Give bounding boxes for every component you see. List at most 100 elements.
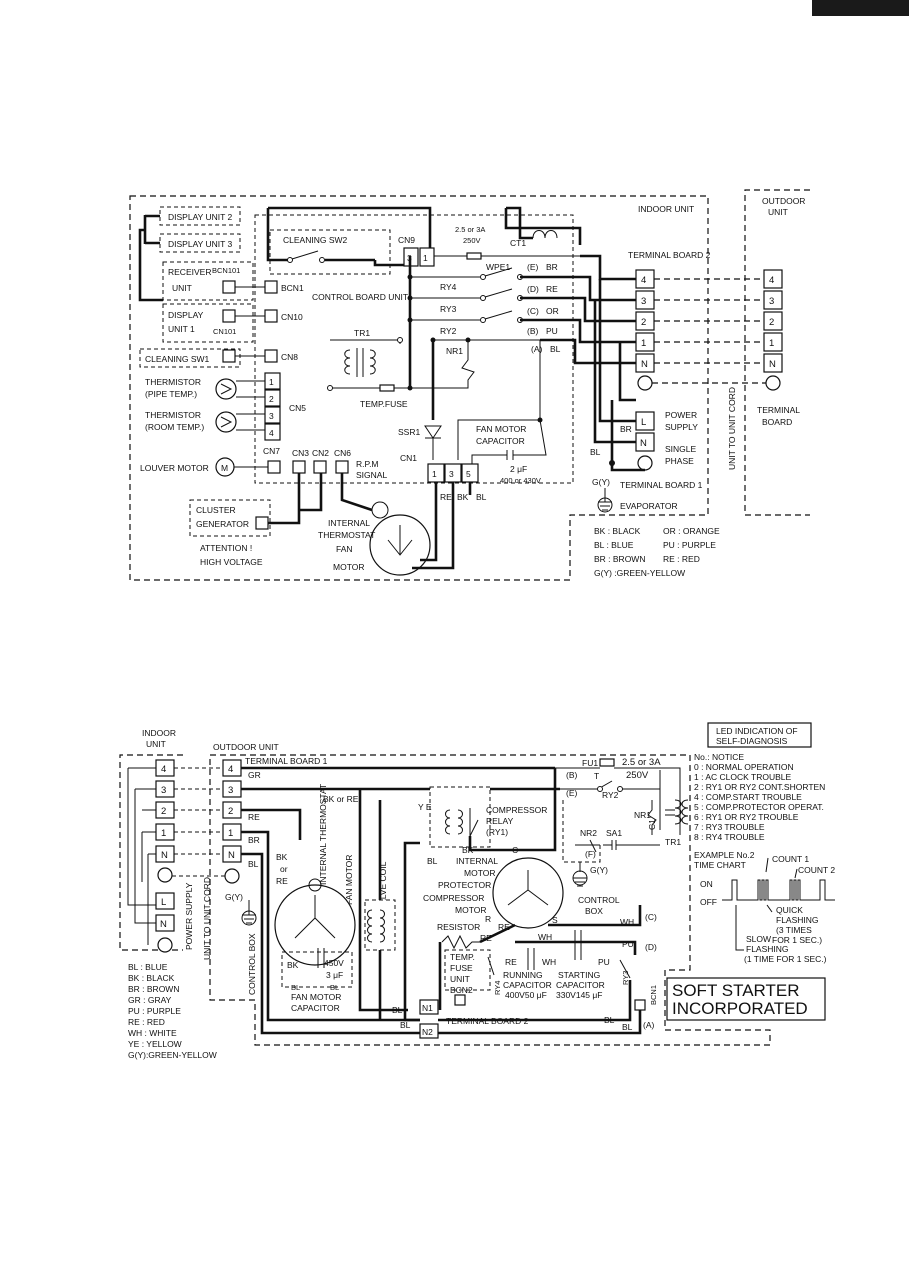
- svg-text:4: 4: [228, 764, 233, 775]
- svg-text:N: N: [769, 359, 776, 370]
- svg-text:HIGH VOLTAGE: HIGH VOLTAGE: [200, 557, 263, 567]
- svg-text:TR1: TR1: [354, 328, 370, 338]
- outdoor-indoor-terminals: 4 3 2 1 N L N: [155, 759, 175, 953]
- svg-text:1: 1: [423, 253, 428, 263]
- svg-text:BL: BL: [590, 447, 601, 457]
- svg-text:4: 4: [269, 428, 274, 438]
- svg-text:GR : GRAY: GR : GRAY: [128, 995, 172, 1005]
- svg-text:N2: N2: [422, 1027, 433, 1037]
- outdoor-terminal-board-1: 4 3 2 1 N: [222, 759, 242, 884]
- outdoor-unit-label: OUTDOOR: [762, 196, 805, 206]
- svg-text:SA1: SA1: [606, 828, 622, 838]
- svg-text:UNIT TO UNIT CORD: UNIT TO UNIT CORD: [727, 387, 737, 470]
- svg-text:2: 2: [641, 317, 646, 328]
- soft-starter-label-2: INCORPORATED: [672, 999, 808, 1018]
- svg-text:RY2: RY2: [440, 326, 457, 336]
- svg-text:MOTOR: MOTOR: [464, 868, 495, 878]
- svg-text:BL: BL: [622, 1022, 633, 1032]
- svg-text:1: 1: [432, 469, 437, 479]
- svg-text:3 μF: 3 μF: [326, 970, 343, 980]
- svg-text:2: 2: [161, 806, 166, 817]
- svg-text:COMPRESSOR: COMPRESSOR: [423, 893, 484, 903]
- svg-text:CAPACITOR: CAPACITOR: [503, 980, 552, 990]
- svg-text:or: or: [280, 864, 288, 874]
- svg-text:BL: BL: [248, 859, 259, 869]
- svg-text:PU: PU: [622, 939, 634, 949]
- svg-text:BK or RE: BK or RE: [323, 794, 359, 804]
- bcn1-label: BCN1: [281, 283, 304, 293]
- receiver-unit: [162, 261, 254, 301]
- svg-text:TERMINAL BOARD 1: TERMINAL BOARD 1: [620, 480, 703, 490]
- svg-text:N: N: [161, 850, 168, 861]
- svg-text:1: 1: [269, 377, 274, 387]
- svg-text:Y E: Y E: [418, 802, 432, 812]
- svg-text:CLEANING SW1: CLEANING SW1: [145, 354, 210, 364]
- svg-text:BOARD: BOARD: [762, 417, 792, 427]
- svg-text:2.5 or 3A: 2.5 or 3A: [622, 757, 661, 768]
- svg-text:TERMINAL BOARD 1: TERMINAL BOARD 1: [245, 756, 328, 766]
- svg-text:RE: RE: [276, 876, 288, 886]
- svg-text:T: T: [594, 771, 599, 781]
- svg-text:THERMISTOR: THERMISTOR: [145, 410, 201, 420]
- display-unit-2: [159, 206, 241, 226]
- svg-text:(D): (D): [645, 942, 657, 952]
- svg-text:TERMINAL BOARD 2: TERMINAL BOARD 2: [628, 250, 711, 260]
- svg-text:COUNT 1: COUNT 1: [772, 854, 809, 864]
- svg-text:L: L: [161, 897, 166, 908]
- svg-text:RUNNING: RUNNING: [503, 970, 543, 980]
- svg-text:C1: C1: [647, 819, 657, 830]
- svg-text:EXAMPLE No.2: EXAMPLE No.2: [694, 850, 755, 860]
- svg-text:SLOW: SLOW: [746, 934, 771, 944]
- svg-text:ON: ON: [700, 879, 713, 889]
- svg-text:(A): (A): [531, 344, 543, 354]
- svg-text:BL: BL: [427, 856, 438, 866]
- svg-text:RY3: RY3: [621, 971, 630, 985]
- svg-text:1 : AC CLOCK TROUBLE: 1 : AC CLOCK TROUBLE: [694, 772, 791, 782]
- svg-text:BK: BK: [457, 492, 469, 502]
- svg-text:UNIT: UNIT: [146, 739, 166, 749]
- svg-text:1: 1: [228, 828, 233, 839]
- svg-text:330V145 μF: 330V145 μF: [556, 990, 602, 1000]
- svg-text:THERMOSTAT: THERMOSTAT: [318, 530, 375, 540]
- svg-text:4: 4: [161, 764, 166, 775]
- svg-text:G(Y):GREEN-YELLOW: G(Y):GREEN-YELLOW: [128, 1050, 217, 1060]
- svg-text:CN2: CN2: [312, 448, 329, 458]
- svg-text:BK: BK: [276, 852, 288, 862]
- svg-text:RE: RE: [546, 284, 558, 294]
- room-thermistor-icon: [215, 411, 237, 433]
- svg-text:G(Y): G(Y): [590, 865, 608, 875]
- svg-text:4: 4: [641, 275, 646, 286]
- svg-text:BCN2: BCN2: [450, 985, 473, 995]
- led-self-diagnosis-panel: LED INDICATION OF SELF-DIAGNOSIS No.: NO…: [666, 722, 835, 1021]
- svg-text:FAN MOTOR: FAN MOTOR: [344, 855, 354, 905]
- svg-text:1: 1: [641, 338, 646, 349]
- svg-text:PROTECTOR: PROTECTOR: [438, 880, 491, 890]
- svg-text:BCN101: BCN101: [212, 266, 240, 275]
- svg-text:BR: BR: [546, 262, 558, 272]
- svg-text:WH: WH: [542, 957, 556, 967]
- svg-text:2: 2: [228, 806, 233, 817]
- svg-text:COMPRESSOR: COMPRESSOR: [486, 805, 547, 815]
- svg-text:PHASE: PHASE: [665, 456, 694, 466]
- svg-text:250V: 250V: [626, 770, 649, 781]
- svg-text:(B): (B): [566, 770, 578, 780]
- svg-text:RE : RED: RE : RED: [128, 1017, 165, 1027]
- svg-text:FU1: FU1: [582, 758, 598, 768]
- svg-text:STARTING: STARTING: [558, 970, 600, 980]
- svg-text:INTERNAL THERMOSTAT: INTERNAL THERMOSTAT: [318, 784, 328, 885]
- svg-text:PU : PURPLE: PU : PURPLE: [663, 540, 716, 550]
- svg-text:(PIPE TEMP.): (PIPE TEMP.): [145, 389, 197, 399]
- svg-text:CAPACITOR: CAPACITOR: [291, 1003, 340, 1013]
- svg-text:RE: RE: [440, 492, 452, 502]
- indoor-color-legend: BK : BLACK BL : BLUE BR : BROWN G(Y) :GR…: [594, 526, 720, 578]
- svg-text:R.P.M: R.P.M: [356, 459, 379, 469]
- svg-text:DISPLAY UNIT 2: DISPLAY UNIT 2: [168, 212, 233, 222]
- svg-text:N: N: [160, 919, 167, 930]
- svg-text:RE: RE: [505, 957, 517, 967]
- svg-text:CN101: CN101: [213, 327, 236, 336]
- svg-text:BL: BL: [392, 1005, 403, 1015]
- svg-text:(F): (F): [585, 849, 596, 859]
- svg-text:CLEANING SW2: CLEANING SW2: [283, 235, 348, 245]
- svg-text:2: 2: [269, 394, 274, 404]
- indoor-terminal-board-2: 4 3 2 1 N: [635, 269, 655, 391]
